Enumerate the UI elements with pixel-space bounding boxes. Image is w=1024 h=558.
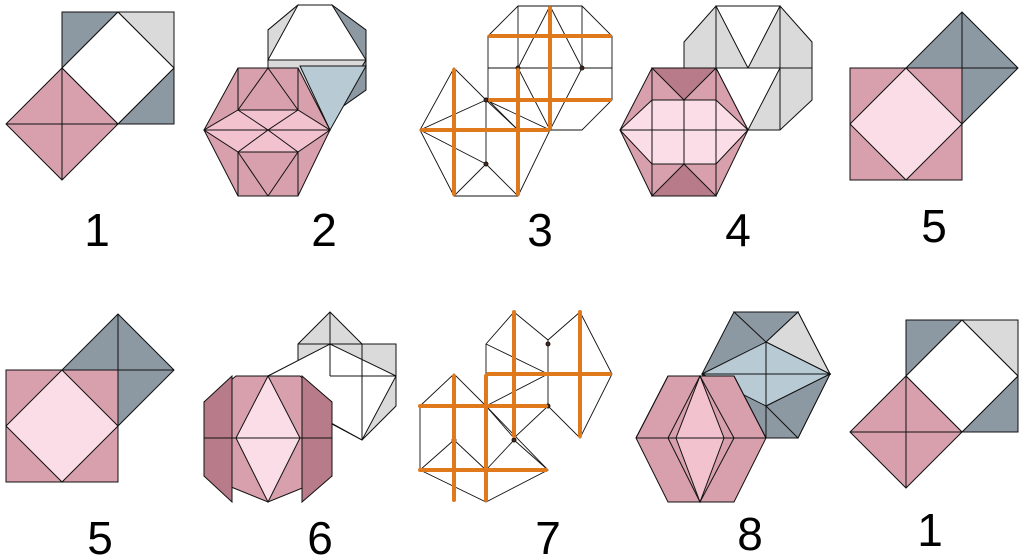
figure-label-5-bottom: 5 <box>87 512 113 558</box>
figure-label-8: 8 <box>737 508 763 558</box>
figure-label-7: 7 <box>535 512 561 558</box>
figure-5-bottom <box>5 313 175 483</box>
figure-label-1-bottom: 1 <box>917 504 943 556</box>
figure-3-orange-struts <box>420 6 612 196</box>
figure-1-top <box>5 11 175 181</box>
figure-6 <box>203 311 397 504</box>
figure-label-5-top: 5 <box>921 200 947 252</box>
figure-label-2: 2 <box>311 204 337 256</box>
figure-7-orange-struts <box>418 310 612 502</box>
figure-label-3: 3 <box>527 204 553 256</box>
figure-label-1-top: 1 <box>84 204 110 256</box>
figure-label-6: 6 <box>307 512 333 558</box>
figure-2 <box>203 3 367 197</box>
figure-4 <box>619 5 813 197</box>
figure-label-4: 4 <box>725 204 751 256</box>
figure-5-top <box>849 11 1019 181</box>
figure-8 <box>635 311 832 504</box>
figure-1-bottom <box>849 319 1019 489</box>
